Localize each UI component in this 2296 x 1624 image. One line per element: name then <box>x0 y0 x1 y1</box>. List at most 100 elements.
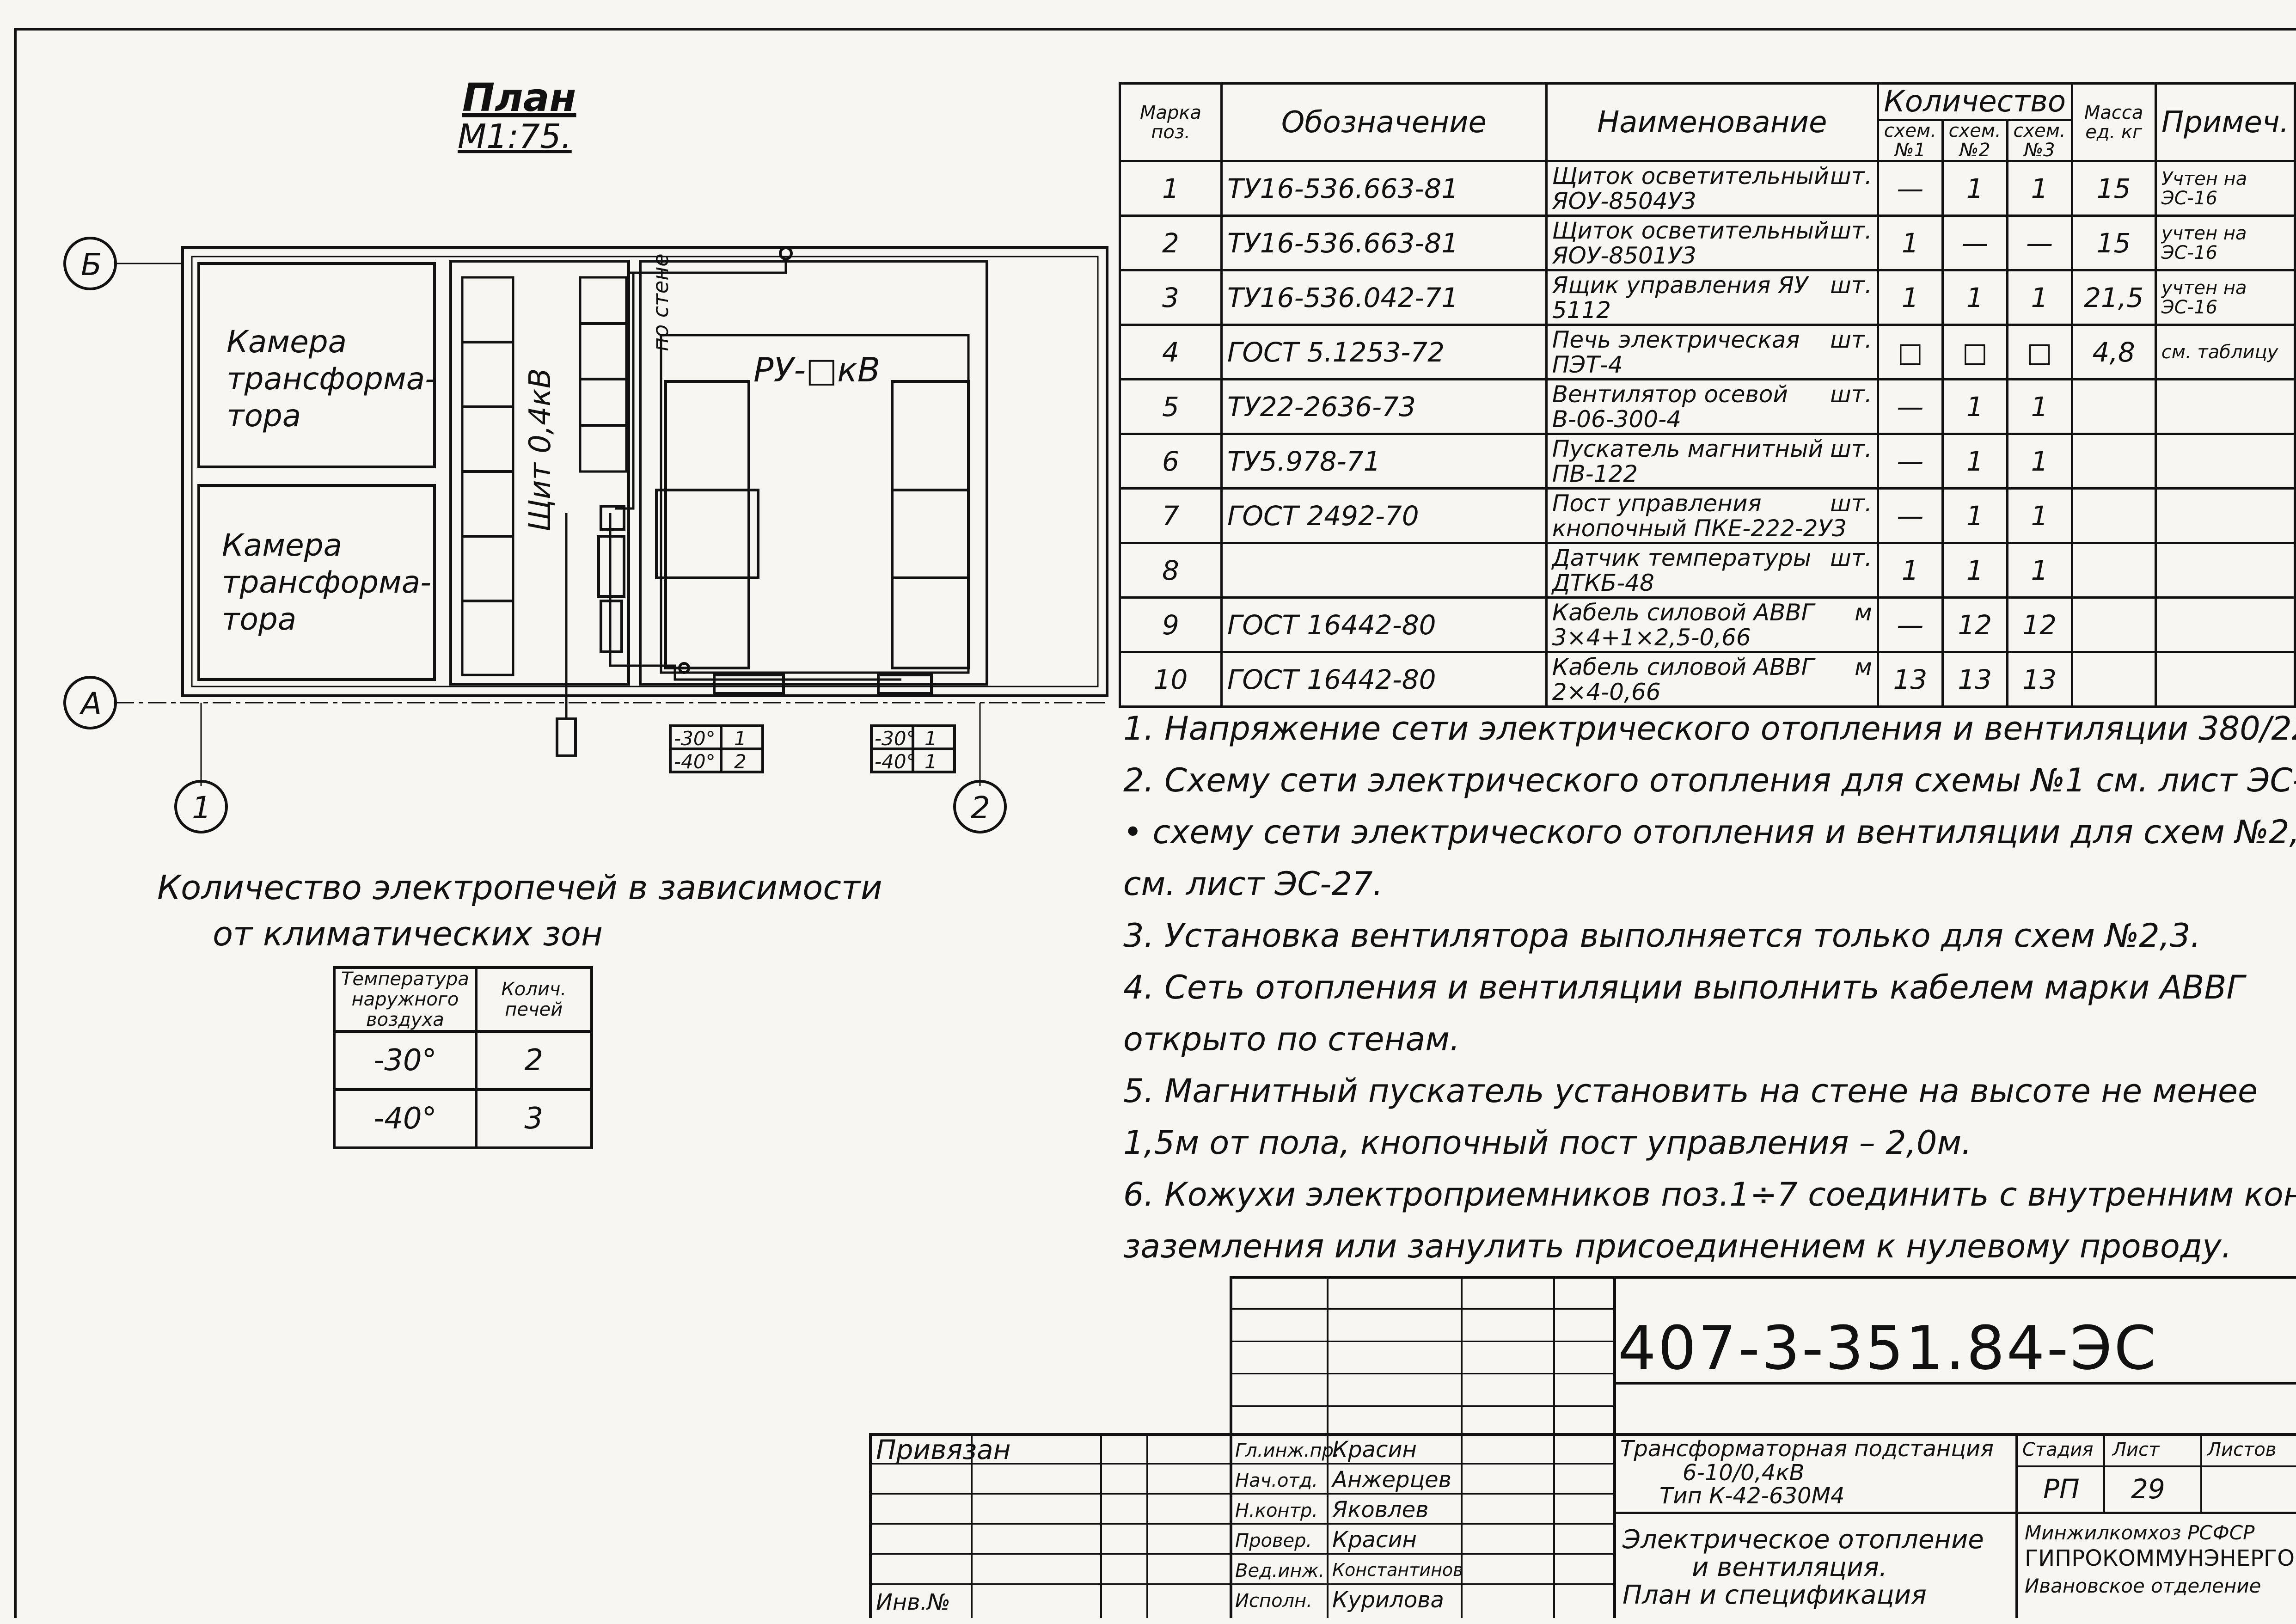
spec-name: шт.Пост управления кнопочный ПКЕ-222-2У3 <box>1545 487 1879 544</box>
spec-name-text: Вентилятор осевой В-06-300-4 <box>1552 380 1788 433</box>
note-line: • схему сети электрического отопления и … <box>1123 813 2296 851</box>
spec-note <box>2154 433 2296 490</box>
spec-note <box>2154 487 2296 544</box>
room-label-1: Камера трансформа- тора <box>227 324 436 434</box>
spec-name-text: Ящик управления ЯУ 5112 <box>1552 271 1808 324</box>
header-qty1: схем. №1 <box>1876 119 1944 162</box>
spec-unit: шт. <box>1830 162 1872 190</box>
axis-1-marker <box>174 780 228 833</box>
header-qty2: схем. №2 <box>1941 119 2008 162</box>
spec-qty3: 1 <box>2006 433 2073 490</box>
climate-title: Количество электропечей в зависимости от… <box>157 864 882 957</box>
header-qty3: схем. №3 <box>2006 119 2073 162</box>
note-line: заземления или занулить присоединением к… <box>1123 1227 2232 1265</box>
spec-note <box>2154 542 2296 599</box>
note-line: открыто по стенам. <box>1123 1020 1460 1058</box>
sheet-title-line2: и вентиляция. <box>1692 1552 1887 1582</box>
axis-1-label: 1 <box>192 790 211 826</box>
spec-qty1: 13 <box>1876 651 1944 708</box>
shield-room <box>449 260 630 686</box>
spec-designation: ТУ16-536.042-71 <box>1220 269 1548 326</box>
spec-qty1: 1 <box>1876 214 1944 271</box>
spec-qty2: 12 <box>1941 596 2008 653</box>
spec-mass <box>2070 378 2157 435</box>
spec-pos: 8 <box>1118 542 1223 599</box>
spec-unit: шт. <box>1830 435 1872 462</box>
privyazan-label: Привязан <box>876 1434 1011 1465</box>
spec-name: шт.Пускатель магнитный ПВ-122 <box>1545 433 1879 490</box>
ru-label: РУ-□кВ <box>753 350 880 389</box>
ru-room <box>639 260 988 686</box>
spec-note <box>2154 651 2296 708</box>
spec-mass <box>2070 651 2157 708</box>
spec-qty1: — <box>1876 433 1944 490</box>
spec-designation: ТУ5.978-71 <box>1220 433 1548 490</box>
axis-b-marker <box>63 237 117 290</box>
spec-pos: 10 <box>1118 651 1223 708</box>
header-note: Примеч. <box>2154 82 2296 162</box>
sheet-title-line3: План и спецификация <box>1623 1580 1927 1610</box>
spec-name-text: Кабель силовой АВВГ 2×4-0,66 <box>1552 653 1814 705</box>
specification-table: Марка поз. Обозначение Наименование Коли… <box>1118 82 2296 708</box>
spec-mass: 4,8 <box>2070 324 2157 380</box>
spec-designation: ТУ16-536.663-81 <box>1220 160 1548 217</box>
transformer-chamber-1 <box>197 262 436 468</box>
sheet-value: 29 <box>2131 1473 2165 1505</box>
spec-name-text: Пост управления кнопочный ПКЕ-222-2У3 <box>1552 490 1847 542</box>
staff-role-6: Исполн. <box>1235 1590 1312 1612</box>
object-line3: Тип К-42-630М4 <box>1659 1483 1845 1509</box>
climate-title-line2: от климатических зон <box>213 914 603 953</box>
building-outline <box>181 246 1108 697</box>
spec-note <box>2154 596 2296 653</box>
staff-name-1: Красин <box>1332 1437 1417 1463</box>
spec-name: шт.Печь электрическая ПЭТ-4 <box>1545 324 1879 380</box>
spec-qty1: — <box>1876 378 1944 435</box>
cell-left <box>664 380 750 669</box>
spec-qty1: — <box>1876 487 1944 544</box>
staff-name-4: Красин <box>1332 1527 1417 1553</box>
header-name: Наименование <box>1545 82 1879 162</box>
header-mark: Марка поз. <box>1118 82 1223 162</box>
spec-name-text: Пускатель магнитный ПВ-122 <box>1552 435 1824 487</box>
spec-qty3: 1 <box>2006 378 2073 435</box>
stage-header: Стадия <box>2022 1439 2094 1460</box>
inv-label: Инв.№ <box>876 1589 950 1615</box>
note-line: 4. Сеть отопления и вентиляции выполнить… <box>1123 968 2245 1006</box>
spec-qty1: — <box>1876 160 1944 217</box>
spec-qty3: 1 <box>2006 160 2073 217</box>
spec-note: см. таблицу <box>2154 324 2296 380</box>
spec-qty2: 13 <box>1941 651 2008 708</box>
spec-name: шт.Ящик управления ЯУ 5112 <box>1545 269 1879 326</box>
org-line3: Ивановское отделение <box>2025 1575 2261 1597</box>
spec-designation: ТУ16-536.663-81 <box>1220 214 1548 271</box>
object-line1: Трансформаторная подстанция <box>1620 1436 1994 1462</box>
spec-qty2: 1 <box>1941 269 2008 326</box>
mark-left-n1: 1 <box>734 727 747 750</box>
org-line1: Минжилкомхоз РСФСР <box>2025 1521 2255 1544</box>
stage-value: РП <box>2043 1473 2080 1505</box>
spec-qty3: 12 <box>2006 596 2073 653</box>
floor-plan: План М1:75. Б А 1 2 РУ-□кВ Щит 0,4кВ по … <box>63 75 1108 833</box>
spec-note <box>2154 378 2296 435</box>
climate-count-2: 3 <box>474 1088 593 1149</box>
note-line: см. лист ЭС-27. <box>1123 865 1383 903</box>
spec-qty1: □ <box>1876 324 1944 380</box>
spec-qty2: 1 <box>1941 433 2008 490</box>
spec-mass: 15 <box>2070 160 2157 217</box>
room-label-2: Камера трансформа- тора <box>222 527 431 637</box>
cell-right <box>891 380 970 669</box>
spec-qty1: — <box>1876 596 1944 653</box>
axis-2-label: 2 <box>971 790 990 826</box>
spec-mass: 21,5 <box>2070 269 2157 326</box>
spec-qty1: 1 <box>1876 269 1944 326</box>
staff-name-2: Анжерцев <box>1332 1467 1451 1493</box>
climate-table: Температура наружного воздуха Колич. печ… <box>333 966 593 1149</box>
mark-right-t2: -40° <box>875 750 916 773</box>
spec-name: шт.Вентилятор осевой В-06-300-4 <box>1545 378 1879 435</box>
spec-pos: 1 <box>1118 160 1223 217</box>
transformer-chamber-2 <box>197 484 436 681</box>
